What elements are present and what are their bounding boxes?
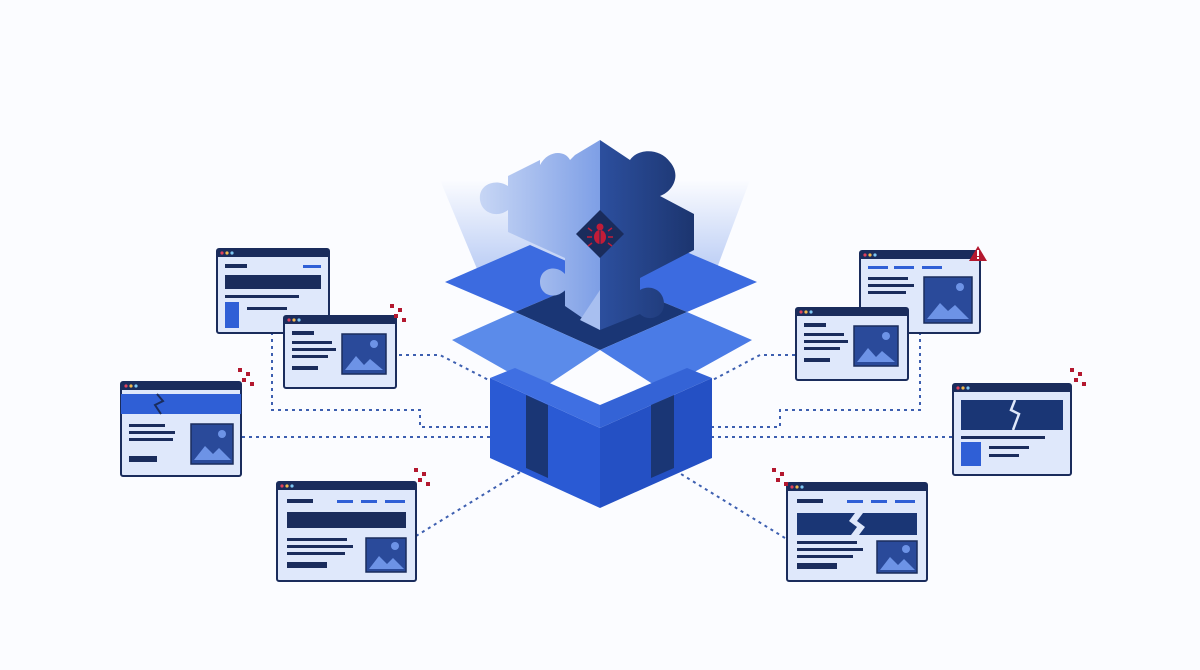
connector-right-top-back	[712, 332, 921, 428]
glitch-icon-right-bottom	[772, 468, 788, 486]
package-box	[440, 140, 757, 508]
puzzle-piece	[479, 140, 694, 330]
glitch-icon-left-bottom	[414, 468, 430, 486]
browser-window-left-bottom	[276, 481, 417, 582]
glitch-icon-left-middle	[238, 368, 254, 386]
connector-right-top-front	[689, 354, 795, 393]
connector-left-bottom	[415, 465, 531, 537]
browser-window-left-middle	[120, 381, 242, 477]
crack-icon	[1009, 399, 1021, 431]
browser-window-left-top-back	[216, 248, 330, 334]
box-front-flap-right	[600, 312, 752, 390]
box-front-flap-left	[452, 312, 600, 390]
puzzle-piece-left-face	[479, 140, 600, 330]
puzzle-piece-right-face	[600, 140, 694, 330]
connector-right-bottom	[667, 465, 786, 539]
connector-left-top-front	[392, 354, 513, 393]
box-strap-left	[526, 395, 548, 478]
bug-icon	[587, 223, 613, 247]
browser-window-right-middle	[952, 383, 1072, 476]
glitch-icon-left-top	[390, 304, 406, 322]
crack-icon	[153, 393, 165, 415]
browser-window-right-bottom	[786, 482, 928, 582]
box-strap-right	[651, 395, 674, 478]
box-back-flap-left	[445, 245, 600, 312]
browser-window-left-top-front	[283, 315, 397, 389]
warning-icon	[969, 246, 987, 261]
connector-left-top-back	[271, 332, 490, 428]
browser-window-right-top-front	[795, 307, 909, 381]
glitch-icon-right-middle	[1070, 368, 1086, 386]
dependency-connectors	[242, 332, 952, 539]
